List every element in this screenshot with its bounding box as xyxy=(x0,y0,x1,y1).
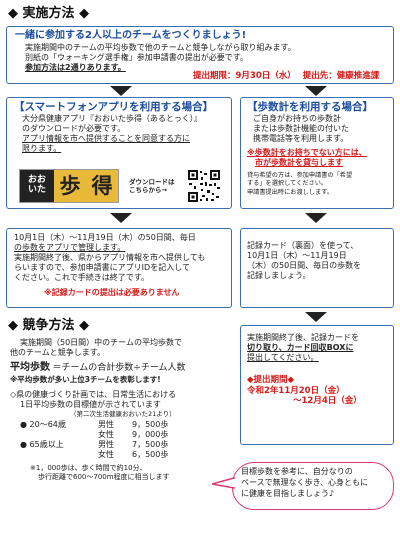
qr-code-icon[interactable] xyxy=(187,169,221,203)
pedometer-box: 【歩数計を利用する場合】 ご自身がお持ちの歩数計 または歩数計機能の付いた 携帯… xyxy=(240,97,394,209)
down-arrow-icon xyxy=(305,86,327,96)
ap-note: ※記録カードの提出は必要ありません xyxy=(44,288,180,297)
pd-line-2: または歩数計機能の付いた xyxy=(253,124,349,134)
submission-box: 実施期間終了後、記録カードを 切り取り、カード回収BOXに 提出してください。 … xyxy=(240,325,394,445)
diamond-icon: ◆ xyxy=(79,6,90,21)
comp-intro-2: 他のチームと競争します。 xyxy=(10,348,105,357)
formula: 平均歩数 ＝チームの合計歩数÷チーム人数 xyxy=(10,362,186,373)
source-note: （第二次生活健康おおいた21より） xyxy=(70,409,176,418)
sub-deadline-date-1: 令和2年11月20日（金） xyxy=(247,385,345,396)
steps-footnote: ※1，000歩は、歩く時間で約10分、 歩行距離で600～700m程度に相当しま… xyxy=(30,464,170,481)
ap-line-4: らいますので、参加申請書にアプリIDを記入して xyxy=(14,263,190,272)
ap-line-3: 実施期間終了後、県からアプリ情報を市へ提供しても xyxy=(14,253,206,262)
ap-line-1: 10月1日（木）～11月19日（木）の50日間、毎日 xyxy=(14,233,196,242)
pd-red-2: 市が歩数計を貸与します xyxy=(255,158,343,168)
sp-line-3: アプリ情報を市へ提供することを同意する方に xyxy=(22,134,190,144)
target-row: ● 20～64歳 男性 9，500歩 xyxy=(20,420,169,429)
target-row: 女性 9，000歩 xyxy=(98,430,169,439)
sub-deadline-label: ◆提出期間◆ xyxy=(247,375,295,385)
sub-line-2: 切り取り、カード回収BOXに xyxy=(247,343,354,352)
plan-line-2: 1日平均歩数の目標値が示されています xyxy=(20,399,161,409)
down-arrow-icon xyxy=(110,86,132,96)
encouragement-bubble: 目標歩数を参考に、自分なりの ペースで無理なく歩き、心身ともに に健康を目指しま… xyxy=(232,462,394,510)
smartphone-box: 【スマートフォンアプリを利用する場合】 大分県健康アプリ『おおいた歩得（あるとっ… xyxy=(6,97,232,209)
diamond-icon: ◆ xyxy=(8,318,18,333)
pd-small-note: 貸与希望の方は、参加申請書の「希望 する」を選択してください。 申請書提出時にお… xyxy=(247,172,353,196)
team-line-3: 参加方法は2通りあります。 xyxy=(25,62,126,72)
cp-line-4: 記録しましょう。 xyxy=(247,271,311,280)
bubble-tail-icon xyxy=(212,477,236,489)
cp-line-1: 記録カード（裏面）を使って、 xyxy=(247,241,359,250)
sp-line-2: のダウンロードが必要です。 xyxy=(22,124,126,134)
sp-line-1: 大分県健康アプリ『おおいた歩得（あるとっく）』 xyxy=(22,114,202,124)
smartphone-heading: 【スマートフォンアプリを利用する場合】 xyxy=(14,101,214,113)
team-line-2: 別紙の「ウォーキング選手権」参加申請書の提出が必要です。 xyxy=(25,52,248,62)
card-period-box: 記録カード（裏面）を使って、 10月1日（木）～11月19日 （木）の50日間、… xyxy=(240,228,394,308)
sub-deadline-date-2: ～12月4日（金） xyxy=(293,396,362,407)
cp-line-3: （木）の50日間、毎日の歩数を xyxy=(247,261,362,270)
team-line-1: 実施期間中のチームの平均歩数で他のチームと競争しながら取り組みます。 xyxy=(25,42,296,52)
comp-intro-1: 実施期間（50日間）中のチームの平均歩数で xyxy=(20,338,182,347)
sub-line-1: 実施期間終了後、記録カードを xyxy=(247,333,359,342)
down-arrow-icon xyxy=(305,312,327,322)
down-arrow-icon xyxy=(110,213,132,223)
sub-line-3: 提出してください。 xyxy=(247,353,319,362)
qr-note: ダウンロードは こちらから→ xyxy=(129,178,175,195)
sp-line-4: 限ります。 xyxy=(22,144,62,154)
team-info-box: 一緒に参加する2人以上のチームをつくりましょう! 実施期間中のチームの平均歩数で… xyxy=(6,26,394,84)
pd-red-1: ※歩数計をお持ちでない方には、 xyxy=(247,148,367,158)
deadline-text: 提出期限：9月30日（水） 提出先：健康推進課 xyxy=(193,71,380,81)
ap-line-5: ください。これで手続きは終了です。 xyxy=(14,273,149,282)
pedometer-heading: 【歩数計を利用する場合】 xyxy=(247,101,373,113)
plan-line-1: ◇県の健康づくり計画では、日常生活における xyxy=(10,389,177,399)
team-heading: 一緒に参加する2人以上のチームをつくりましょう! xyxy=(15,30,247,41)
award-note: ※平均歩数が多い上位3チームを表彰します! xyxy=(10,374,161,384)
section-title-competition: ◆ 競争方法 ◆ xyxy=(8,318,90,333)
pd-line-1: ご自身がお持ちの歩数計 xyxy=(253,114,341,124)
ap-line-2: の歩数をアプリで管理します。 xyxy=(14,243,126,252)
pd-line-3: 携帯電話等を利用します。 xyxy=(253,134,349,144)
app-logo[interactable]: おお いた 歩 得 xyxy=(19,169,119,203)
cp-line-2: 10月1日（木）～11月19日 xyxy=(247,251,347,260)
competition-content: 実施期間（50日間）中のチームの平均歩数で 他のチームと競争します。 平均歩数 … xyxy=(10,338,235,482)
target-row: ● 65歳以上 男性 7，500歩 xyxy=(20,440,169,449)
target-table: ● 20～64歳 男性 9，500歩 女性 9，000歩 ● 65歳以上 男性 … xyxy=(20,420,235,460)
down-arrow-icon xyxy=(305,213,327,223)
target-row: 女性 6，500歩 xyxy=(98,450,169,459)
diamond-icon: ◆ xyxy=(79,318,90,333)
section-title-method: ◆ 実施方法 ◆ xyxy=(8,6,90,21)
diamond-icon: ◆ xyxy=(8,6,18,21)
app-period-box: 10月1日（木）～11月19日（木）の50日間、毎日 の歩数をアプリで管理します… xyxy=(6,228,232,308)
